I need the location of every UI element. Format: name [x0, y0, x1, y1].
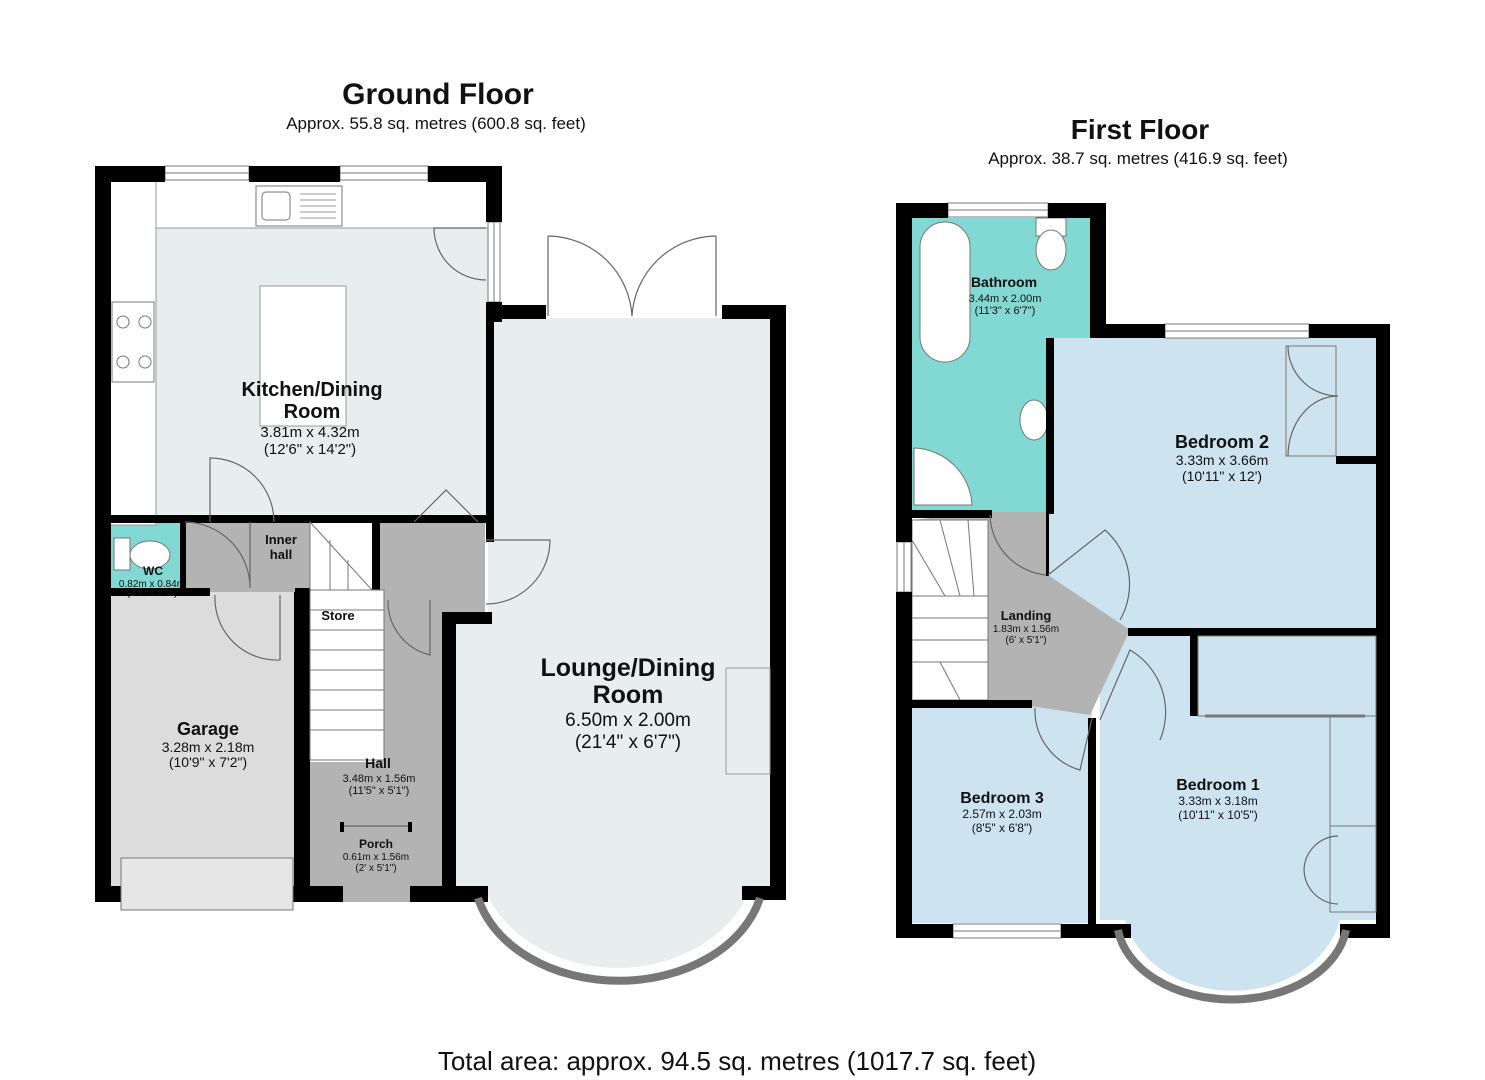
- bedroom-3-area: [912, 705, 1092, 923]
- kitchen-metric: 3.81m x 4.32m: [260, 424, 359, 441]
- first-floor-plan: [896, 202, 1390, 1004]
- window-icon: [164, 165, 501, 303]
- garage-area: [110, 592, 300, 887]
- lounge-dining-room-area: [455, 318, 770, 968]
- lounge-metric: 6.50m x 2.00m: [565, 710, 691, 731]
- chimney-breast: [725, 667, 771, 775]
- ground-stairs: [309, 520, 385, 761]
- landing-imperial: (6' x 5'1"): [1005, 635, 1046, 646]
- wc-name: WC: [143, 564, 163, 578]
- landing-metric: 1.83m x 1.56m: [993, 624, 1059, 635]
- lounge-imperial: (21'4" x 6'7"): [575, 732, 681, 753]
- inner-hall-line2: hall: [270, 547, 292, 562]
- bathroom-imperial: (11'3" x 6'7"): [975, 305, 1036, 317]
- bay-window: [1114, 929, 1350, 1004]
- bedroom-2-metric: 3.33m x 3.66m: [1176, 452, 1269, 468]
- porch-metric: 0.61m x 1.56m: [343, 852, 409, 863]
- bedroom-1-imperial: (10'11" x 10'5"): [1178, 808, 1258, 822]
- hall-imperial: (11'5" x 5'1"): [349, 785, 410, 797]
- basin-icon: [1019, 399, 1049, 441]
- bedroom-3-imperial: (8'5" x 6'8"): [972, 821, 1032, 835]
- hall-metric: 3.48m x 1.56m: [343, 773, 416, 785]
- ground-floor-title: Ground Floor: [342, 78, 534, 111]
- bedroom-1-name: Bedroom 1: [1176, 777, 1260, 794]
- bedroom-2-name: Bedroom 2: [1175, 432, 1269, 452]
- first-floor-title: First Floor: [1071, 114, 1210, 145]
- porch-name: Porch: [359, 837, 393, 851]
- kitchen-island: [259, 285, 347, 427]
- kitchen-name-line2: Room: [284, 401, 341, 423]
- bathroom-name: Bathroom: [971, 274, 1037, 290]
- inner-hall-area: [185, 522, 310, 592]
- bedroom-3-name: Bedroom 3: [960, 790, 1044, 807]
- landing-name: Landing: [1001, 608, 1052, 623]
- first-floor-area: Approx. 38.7 sq. metres (416.9 sq. feet): [988, 149, 1288, 168]
- bedroom-1-metric: 3.33m x 3.18m: [1178, 794, 1257, 808]
- bathroom-metric: 3.44m x 2.00m: [969, 293, 1042, 305]
- hob-icon: [111, 301, 155, 383]
- kitchen-imperial: (12'6" x 14'2"): [264, 441, 356, 458]
- garage-door: [120, 857, 294, 911]
- shower-icon: [913, 447, 973, 506]
- first-stairs: [911, 519, 989, 701]
- porch-imperial: (2' x 5'1"): [355, 863, 396, 874]
- bay-window: [474, 896, 764, 985]
- garage-imperial: (10'9" x 7'2"): [169, 754, 247, 770]
- bedroom-2-imperial: (10'11" x 12'): [1182, 468, 1262, 484]
- wc-metric: 0.82m x 0.84m: [119, 579, 185, 590]
- kitchen-name-line1: Kitchen/Dining: [241, 379, 382, 401]
- toilet-icon: [1035, 229, 1067, 271]
- bedroom-3-metric: 2.57m x 2.03m: [962, 807, 1041, 821]
- lounge-name-line2: Room: [593, 681, 664, 709]
- hall-name: Hall: [365, 755, 391, 771]
- lounge-name-line1: Lounge/Dining: [541, 654, 716, 682]
- ground-floor-area: Approx. 55.8 sq. metres (600.8 sq. feet): [286, 114, 586, 133]
- store-name: Store: [321, 608, 354, 623]
- ground-floor-plan: [95, 165, 786, 985]
- total-area: Total area: approx. 94.5 sq. metres (101…: [438, 1046, 1036, 1076]
- bath-icon: [919, 221, 971, 363]
- garage-metric: 3.28m x 2.18m: [162, 739, 255, 755]
- inner-hall-line1: Inner: [265, 532, 297, 547]
- bedroom-1-area: [1100, 635, 1376, 991]
- garage-name: Garage: [177, 719, 239, 739]
- window-icon: [896, 202, 1310, 939]
- wc-imperial: (2'8" x 2'9"): [127, 588, 177, 599]
